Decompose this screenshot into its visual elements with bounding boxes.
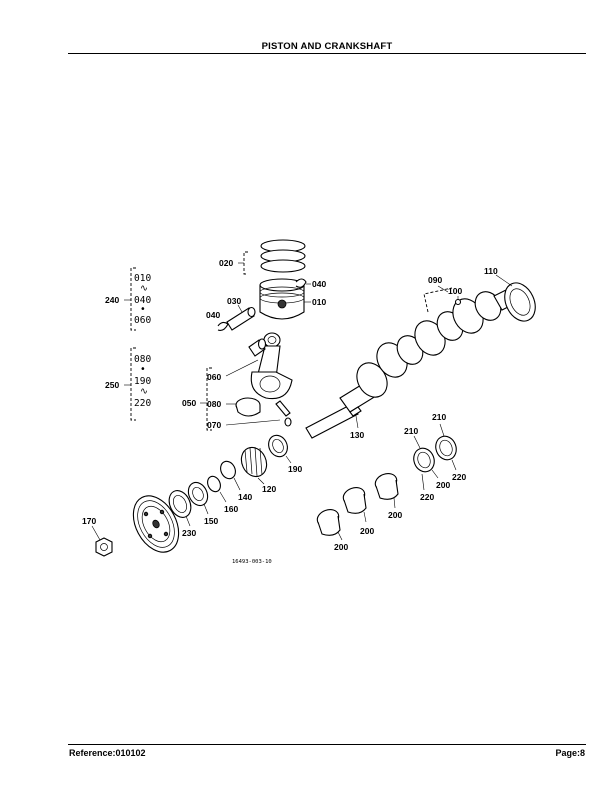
callout-200-a[interactable]: 200	[334, 542, 348, 552]
bracket-240-line3: 040	[134, 295, 151, 306]
crank-gear	[240, 446, 268, 478]
callout-060[interactable]: 060	[207, 372, 221, 382]
callout-140[interactable]: 140	[238, 492, 252, 502]
bracket-250-line3: 190	[134, 376, 151, 387]
bracket-240-line4: •	[140, 304, 146, 315]
callout-210-a[interactable]: 210	[404, 426, 418, 436]
plug	[454, 298, 462, 306]
callout-040-right[interactable]: 040	[312, 279, 326, 289]
callout-220-a[interactable]: 220	[420, 492, 434, 502]
reference-code: Reference:010102	[69, 748, 146, 758]
piston-pin	[226, 306, 256, 331]
callout-210-b[interactable]: 210	[432, 412, 446, 422]
bracket-240-line2: ∿	[140, 283, 148, 294]
callout-130[interactable]: 130	[350, 430, 364, 440]
piston-rings	[243, 239, 306, 275]
callout-150[interactable]: 150	[204, 516, 218, 526]
callout-080[interactable]: 080	[207, 399, 221, 409]
callout-230[interactable]: 230	[182, 528, 196, 538]
callout-190[interactable]: 190	[288, 464, 302, 474]
crank-pulley	[132, 495, 180, 553]
bracket-240-line1: 010	[134, 273, 151, 284]
callout-040-left[interactable]: 040	[206, 310, 220, 320]
callout-010[interactable]: 010	[312, 297, 326, 307]
pulley-nut	[95, 537, 113, 557]
callout-070[interactable]: 070	[207, 420, 221, 430]
circlip-left	[217, 321, 229, 331]
rod-bushing	[248, 338, 267, 357]
callout-090[interactable]: 090	[428, 275, 442, 285]
circlip-right	[295, 278, 307, 288]
group-240-bracket: 240 010 ∿ 040 • 060	[105, 267, 151, 331]
page-title: PISTON AND CRANKSHAFT	[261, 41, 393, 52]
bracket-250-line2: •	[140, 364, 146, 375]
oil-slinger-150	[187, 481, 209, 507]
rear-oil-seal	[504, 282, 536, 322]
o-ring-140	[220, 460, 236, 480]
callout-120[interactable]: 120	[262, 484, 276, 494]
callout-030[interactable]: 030	[227, 296, 241, 306]
bracket-250-line4: ∿	[140, 386, 148, 397]
callout-200-c[interactable]: 200	[388, 510, 402, 520]
piston	[259, 278, 305, 320]
thrust-bearing-set	[413, 435, 457, 473]
main-bearing-2	[342, 487, 367, 514]
key	[349, 406, 362, 417]
main-bearing-1	[316, 509, 341, 536]
callout-250[interactable]: 250	[105, 380, 119, 390]
callout-100[interactable]: 100	[448, 286, 462, 296]
callout-020[interactable]: 020	[219, 258, 233, 268]
bracket-250-line5: 220	[134, 398, 151, 409]
main-bearing-3	[374, 473, 399, 500]
bracket-240-line5: 060	[134, 315, 151, 326]
figure-number: 16493-003-10	[232, 559, 272, 565]
callout-200-b[interactable]: 200	[360, 526, 374, 536]
callout-170[interactable]: 170	[82, 516, 96, 526]
callout-050[interactable]: 050	[182, 398, 196, 408]
crankshaft	[305, 289, 515, 439]
callout-160[interactable]: 160	[224, 504, 238, 514]
bracket-250-line1: 080	[134, 354, 151, 365]
callout-220-b[interactable]: 220	[452, 472, 466, 482]
footer-rule	[68, 744, 586, 745]
thrust-collar	[268, 434, 288, 458]
rod-bearing	[235, 397, 261, 417]
callout-200-d[interactable]: 200	[436, 480, 450, 490]
seal-230	[168, 490, 192, 518]
collar-160	[207, 475, 221, 493]
callout-110[interactable]: 110	[484, 266, 498, 276]
callout-240[interactable]: 240	[105, 295, 119, 305]
header-rule	[68, 53, 586, 54]
page-number: Page:8	[555, 748, 585, 758]
group-250-bracket: 250 080 • 190 ∿ 220	[105, 347, 151, 421]
